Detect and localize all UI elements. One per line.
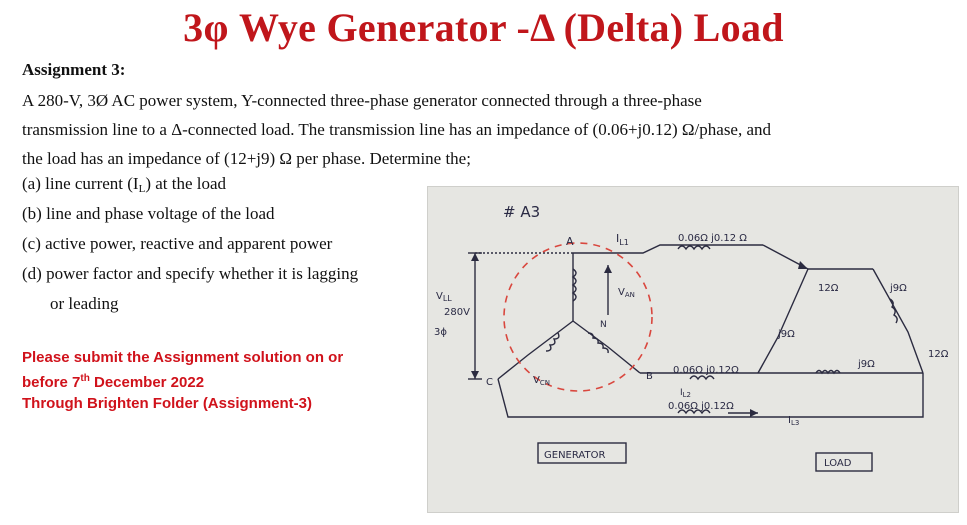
delta-bottom-resistor — [815, 369, 841, 375]
vll-arrowhead-up — [471, 253, 479, 261]
page-title: 3φ Wye Generator -Δ (Delta) Load — [183, 5, 784, 50]
question-a-text: (a) line current (I — [22, 174, 139, 193]
generator-label: GENERATOR — [544, 450, 605, 461]
il1-label: IL1 — [616, 232, 629, 247]
node-a-label: A — [566, 235, 574, 248]
circuit-diagram: # A3 A IL1 0.06Ω j0.12 Ω VLL 280V 3ϕ VAN… — [434, 203, 949, 472]
line-z-mid-label: 0.06Ω j0.12Ω — [673, 365, 739, 376]
van-arrowhead — [604, 265, 612, 273]
line-c-arrowhead — [750, 409, 758, 417]
phase-a-coil — [571, 268, 577, 302]
load-x-left-label: j9Ω — [777, 329, 795, 340]
question-a: (a) line current (IL) at the load — [22, 174, 226, 195]
il3-label: IL3 — [788, 415, 799, 427]
node-c-label: C — [486, 377, 493, 388]
statement-line: transmission line to a Δ-connected load.… — [22, 120, 772, 139]
il2-symbol: I — [680, 388, 683, 398]
phase-b-winding-lead — [572, 320, 641, 374]
line-z-top-label: 0.06Ω j0.12 Ω — [678, 233, 747, 244]
il1-subscript: L1 — [619, 238, 629, 247]
diagram-heading: # A3 — [503, 203, 540, 221]
phase-c-coil — [545, 332, 560, 352]
delta-frame-hidden — [728, 269, 903, 375]
vcn-label: VCN — [533, 375, 550, 387]
line-a-wire — [573, 244, 763, 254]
vll-label: VLL — [436, 291, 452, 303]
question-c: (c) active power, reactive and apparent … — [22, 234, 333, 253]
three-phase-label: 3ϕ — [434, 327, 447, 338]
phase-c-winding-lead — [497, 320, 574, 380]
notice-line: Through Brighten Folder (Assignment-3) — [22, 395, 312, 412]
notice-line: before 7th December 2022 — [22, 368, 412, 393]
circuit-diagram-photo: # A3 A IL1 0.06Ω j0.12 Ω VLL 280V 3ϕ VAN… — [427, 186, 959, 513]
van-symbol: V — [618, 287, 625, 298]
v-280-label: 280V — [444, 307, 470, 318]
statement-line: A 280-V, 3Ø AC power system, Y-connected… — [22, 91, 702, 110]
question-d-continuation: or leading — [50, 294, 119, 313]
line-b-impedance — [689, 375, 715, 381]
assignment-heading: Assignment 3: — [22, 60, 126, 79]
il3-symbol: I — [788, 415, 791, 426]
question-a-text-end: ) at the load — [145, 174, 227, 193]
neutral-label: N — [600, 320, 607, 330]
il2-subscript: L2 — [683, 391, 691, 399]
line-a-arrowhead — [798, 261, 808, 269]
vcn-symbol: V — [533, 375, 540, 386]
problem-statement: A 280-V, 3Ø AC power system, Y-connected… — [22, 86, 892, 173]
van-label: VAN — [618, 287, 635, 299]
vll-symbol: V — [436, 291, 443, 302]
notice-line: Please submit the Assignment solution on… — [22, 349, 344, 366]
generator-circle-dashed — [503, 242, 653, 392]
il1-symbol: I — [616, 232, 619, 245]
load-r-right-label: 12Ω — [928, 349, 949, 360]
il2-label: IL2 — [680, 388, 691, 399]
notice-date-pre: before 7 — [22, 374, 81, 391]
notice-date-post: December 2022 — [89, 374, 205, 391]
load-x-right-top-label: j9Ω — [889, 283, 907, 294]
delta-left-branch — [757, 268, 809, 374]
line-a-impedance — [677, 245, 711, 251]
line-c-impedance — [677, 409, 711, 415]
load-box — [815, 452, 873, 472]
load-r-left-label: 12Ω — [818, 283, 839, 294]
question-d: (d) power factor and specify whether it … — [22, 264, 359, 283]
load-x-bottom-label: j9Ω — [857, 359, 875, 370]
vll-arrowhead-down — [471, 371, 479, 379]
vcn-subscript: CN — [540, 379, 550, 387]
generator-box — [537, 442, 627, 464]
notice-date-sup: th — [80, 373, 90, 384]
statement-line: the load has an impedance of (12+j9) Ω p… — [22, 149, 471, 168]
question-a-subscript: L — [138, 183, 146, 195]
line-c-wire — [497, 373, 924, 418]
vll-subscript: LL — [443, 294, 452, 303]
il3-subscript: L3 — [791, 419, 799, 427]
node-b-label: B — [646, 371, 653, 382]
question-b: (b) line and phase voltage of the load — [22, 204, 275, 223]
submission-notice: Please submit the Assignment solution on… — [22, 347, 412, 414]
phase-b-coil — [587, 332, 609, 354]
delta-right-coil — [889, 298, 898, 324]
load-label: LOAD — [824, 458, 852, 469]
van-subscript: AN — [625, 291, 635, 299]
delta-right-branch — [872, 268, 924, 374]
line-z-bot-label: 0.06Ω j0.12Ω — [668, 401, 734, 412]
